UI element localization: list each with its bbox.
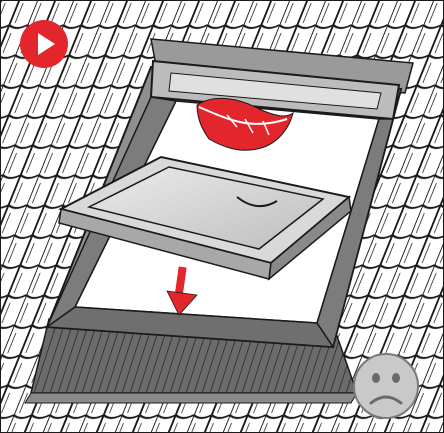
play-button[interactable] [19,19,69,69]
sad-face-icon [351,351,421,421]
flashing-edge [25,393,357,403]
